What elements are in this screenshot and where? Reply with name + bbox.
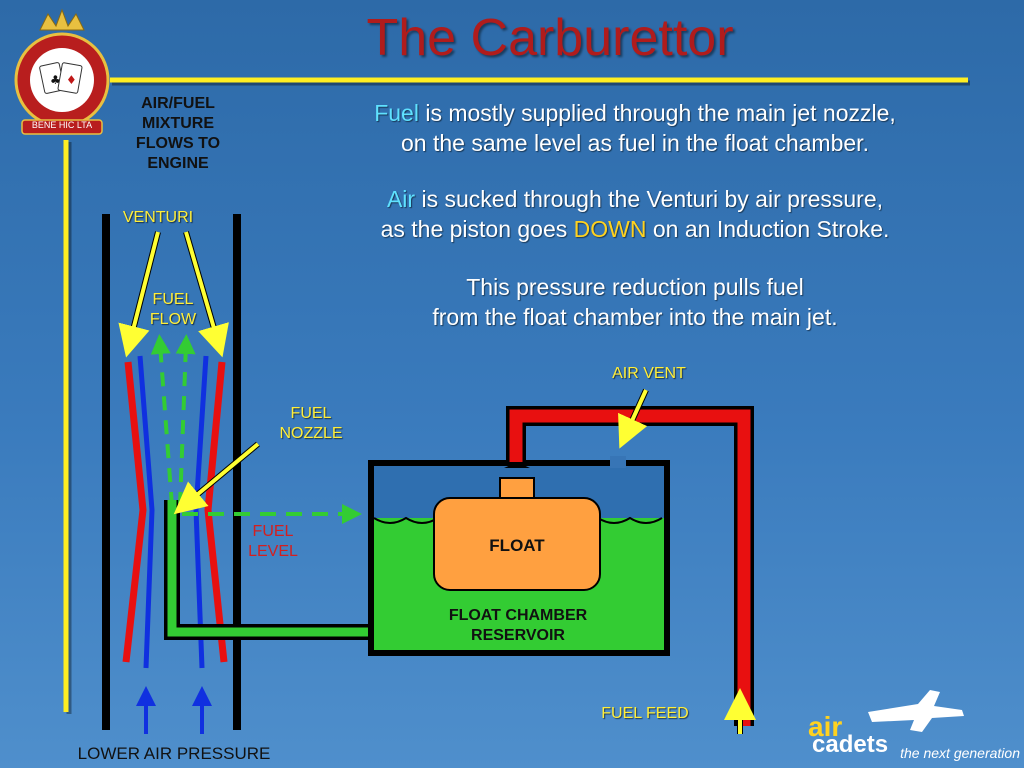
label-float: FLOAT — [489, 536, 545, 555]
label-air-vent: AIR VENT — [612, 365, 686, 382]
fuel-flow-arrow-right — [175, 334, 196, 507]
p2-line2-pre: as the piston goes — [380, 216, 574, 242]
label-fuel-nozzle: FUEL NOZZLE — [279, 405, 343, 442]
svg-text:♦: ♦ — [66, 73, 77, 87]
float-stem — [499, 477, 535, 499]
p1-line1: is mostly supplied through the main jet … — [418, 100, 896, 126]
label-lower-air-pressure: LOWER AIR PRESSURE — [77, 744, 271, 763]
label-fuel-feed: FUEL FEED — [601, 705, 689, 722]
vent-gap — [610, 456, 626, 468]
page-title: The Carburettor — [366, 9, 734, 67]
venturi-blue-left — [137, 355, 155, 669]
label-float-chamber: FLOAT CHAMBER RESERVOIR — [448, 607, 588, 644]
fuel-surface-right — [597, 516, 663, 524]
label-fuel-flow: FUEL FLOW — [149, 291, 197, 328]
highlight-fuel: Fuel — [374, 100, 419, 126]
svg-text:♣: ♣ — [50, 73, 61, 87]
p1-line2: on the same level as fuel in the float c… — [401, 130, 869, 156]
brand-air: air — [808, 711, 843, 742]
paragraph-fuel: Fuel is mostly supplied through the main… — [300, 98, 970, 158]
aircraft-icon — [868, 690, 964, 732]
paragraph-pressure: This pressure reduction pulls fuel from … — [300, 272, 970, 332]
label-venturi: VENTURI — [122, 209, 194, 226]
label-air-fuel-mixture: AIR/FUEL MIXTURE FLOWS TO ENGINE — [135, 95, 221, 172]
p3-line2: from the float chamber into the main jet… — [432, 304, 838, 330]
brand-cadets: cadets — [812, 731, 889, 758]
brand-tagline: the next generation — [900, 745, 1020, 761]
highlight-down: DOWN — [573, 216, 647, 242]
squadron-badge-icon: ♣ ♦ — [14, 8, 110, 135]
venturi-pointer-right — [184, 231, 229, 358]
venturi-red-left — [122, 361, 147, 663]
p2-line2-post: on an Induction Stroke. — [646, 216, 890, 242]
float-body — [433, 497, 601, 591]
p2-line1: is sucked through the Venturi by air pre… — [415, 186, 884, 212]
fuel-flow-arrow-left — [150, 334, 174, 507]
badge-motto: BENE HIC LTA — [31, 120, 93, 130]
highlight-air: Air — [386, 186, 416, 212]
paragraph-air: Air is sucked through the Venturi by air… — [300, 184, 970, 244]
brand-logo: air — [808, 713, 938, 741]
label-fuel-level: FUEL LEVEL — [248, 523, 298, 560]
float-needle — [504, 462, 530, 468]
vent-pointer — [618, 389, 648, 449]
venturi-pointer-left — [118, 231, 160, 358]
nozzle-pointer — [173, 442, 260, 515]
fuel-passage — [167, 500, 368, 637]
p3-line1: This pressure reduction pulls fuel — [466, 274, 804, 300]
fuel-surface-left — [373, 516, 439, 524]
